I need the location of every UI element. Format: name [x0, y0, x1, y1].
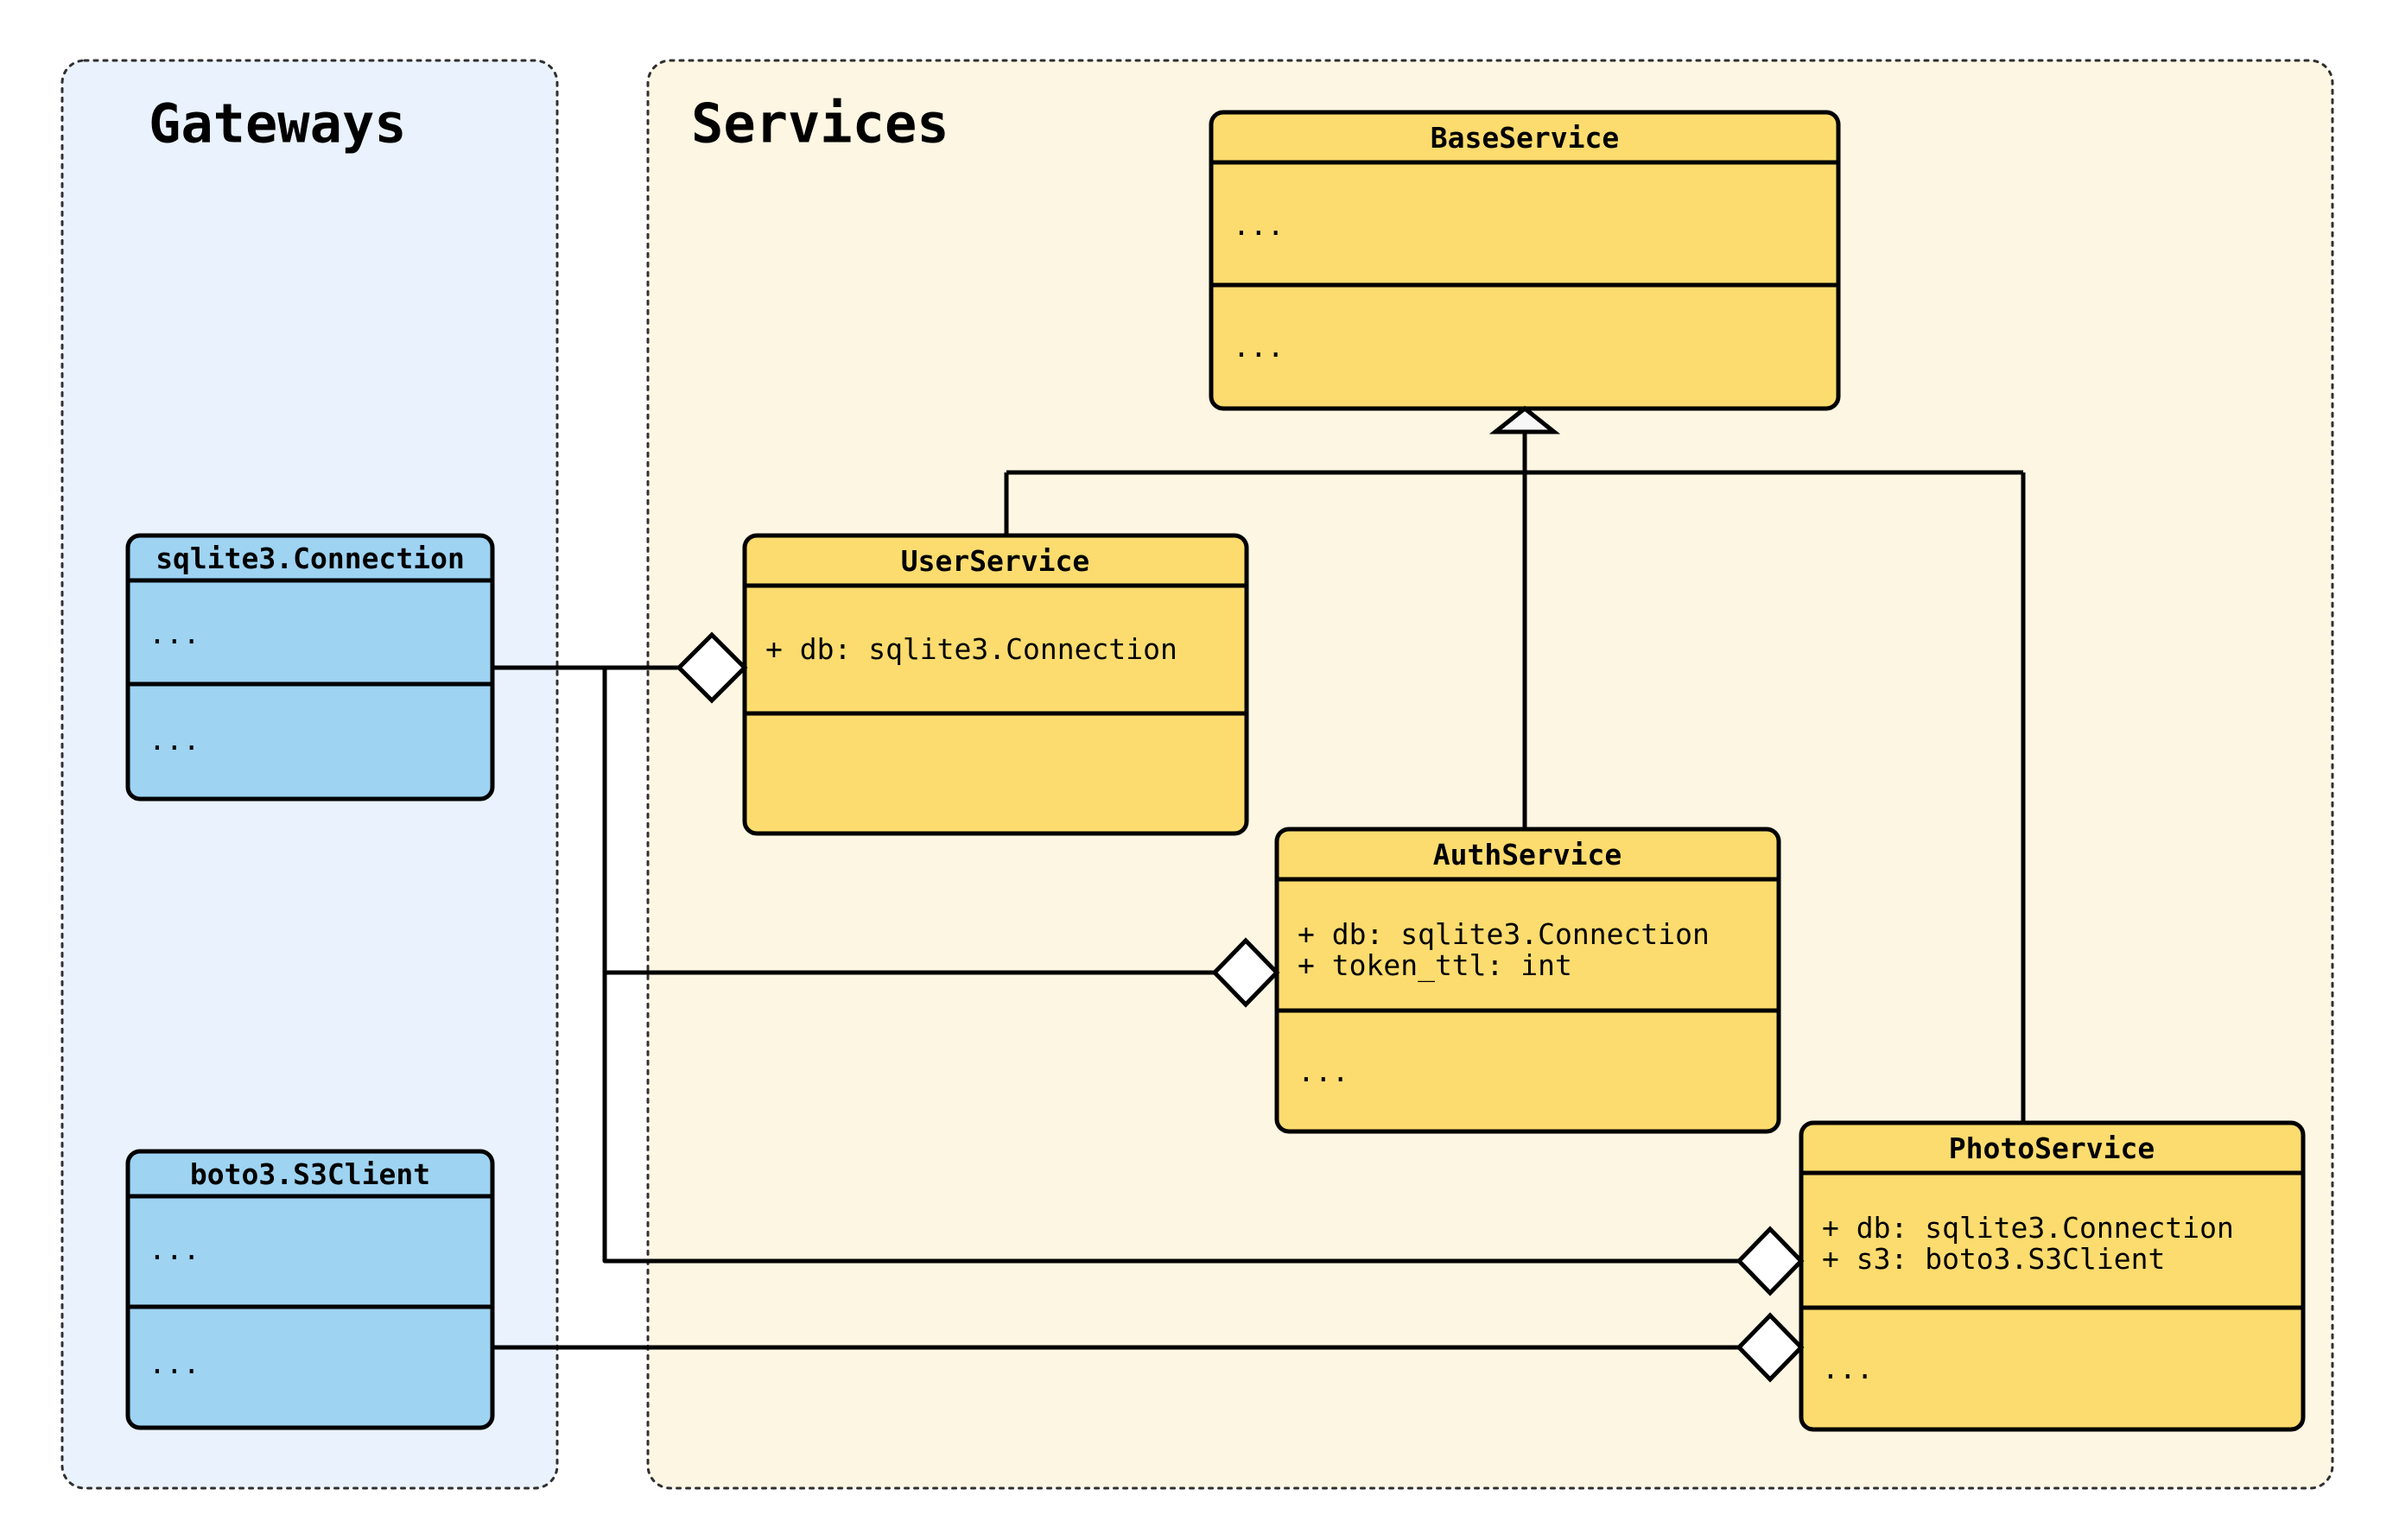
class-title-auth-service: AuthService [1433, 838, 1622, 871]
aggregation-diamond-icon-photo-db [1736, 1226, 1805, 1296]
class-method-photo-service-0: ... [1822, 1352, 1874, 1385]
aggregation-diamond-icon-auth-db [1211, 937, 1280, 1008]
class-title-photo-service: PhotoService [1949, 1131, 2155, 1165]
class-title-base-service: BaseService [1431, 121, 1620, 155]
class-attr-auth-service-0: + db: sqlite3.Connection [1298, 917, 1710, 951]
aggregation-diamond-icon-user-db [676, 631, 748, 704]
package-services-title: Services [691, 92, 949, 155]
class-body-auth-service [1274, 827, 1781, 1134]
class-attr-photo-service-0: + db: sqlite3.Connection [1822, 1211, 2234, 1245]
class-body-user-service [742, 533, 1249, 836]
class-method-boto3-s3client-0: ... [149, 1347, 200, 1380]
class-method-base-service-0: ... [1233, 330, 1285, 364]
class-attr-sqlite3-connection-0: ... [149, 617, 200, 650]
class-box-sqlite3-connection[interactable]: sqlite3.Connection ... ... [125, 533, 495, 802]
class-box-boto3-s3client[interactable]: boto3.S3Client ... ... [125, 1149, 495, 1430]
class-method-auth-service-0: ... [1298, 1055, 1349, 1088]
class-body-sqlite3-connection [125, 533, 495, 802]
class-attr-user-service-0: + db: sqlite3.Connection [765, 632, 1177, 666]
relationship-markers [676, 405, 1805, 1383]
class-title-user-service: UserService [901, 544, 1090, 578]
package-gateways-title: Gateways [149, 92, 407, 155]
class-box-photo-service[interactable]: PhotoService + db: sqlite3.Connection + … [1799, 1120, 2306, 1432]
class-method-sqlite3-connection-0: ... [149, 723, 200, 757]
class-attr-base-service-0: ... [1233, 208, 1285, 242]
class-attr-auth-service-1: + token_ttl: int [1298, 948, 1572, 983]
class-attr-photo-service-1: + s3: boto3.S3Client [1822, 1242, 2165, 1276]
class-box-user-service[interactable]: UserService + db: sqlite3.Connection [742, 533, 1249, 836]
class-body-photo-service [1799, 1120, 2306, 1432]
aggregation-diamond-icon-photo-s3 [1736, 1312, 1805, 1383]
relationship-edges [492, 430, 2026, 1350]
generalization-arrowhead-icon [1488, 405, 1561, 434]
aggregation-edge-photo-db [602, 668, 1742, 1264]
class-attr-boto3-s3client-0: ... [149, 1233, 200, 1266]
class-title-boto3-s3client: boto3.S3Client [190, 1157, 430, 1191]
class-title-sqlite3-connection: sqlite3.Connection [155, 542, 465, 575]
class-body-boto3-s3client [125, 1149, 495, 1430]
class-body-base-service [1209, 110, 1841, 411]
class-box-auth-service[interactable]: AuthService + db: sqlite3.Connection + t… [1274, 827, 1781, 1134]
class-box-base-service[interactable]: BaseService ... ... [1209, 110, 1841, 411]
